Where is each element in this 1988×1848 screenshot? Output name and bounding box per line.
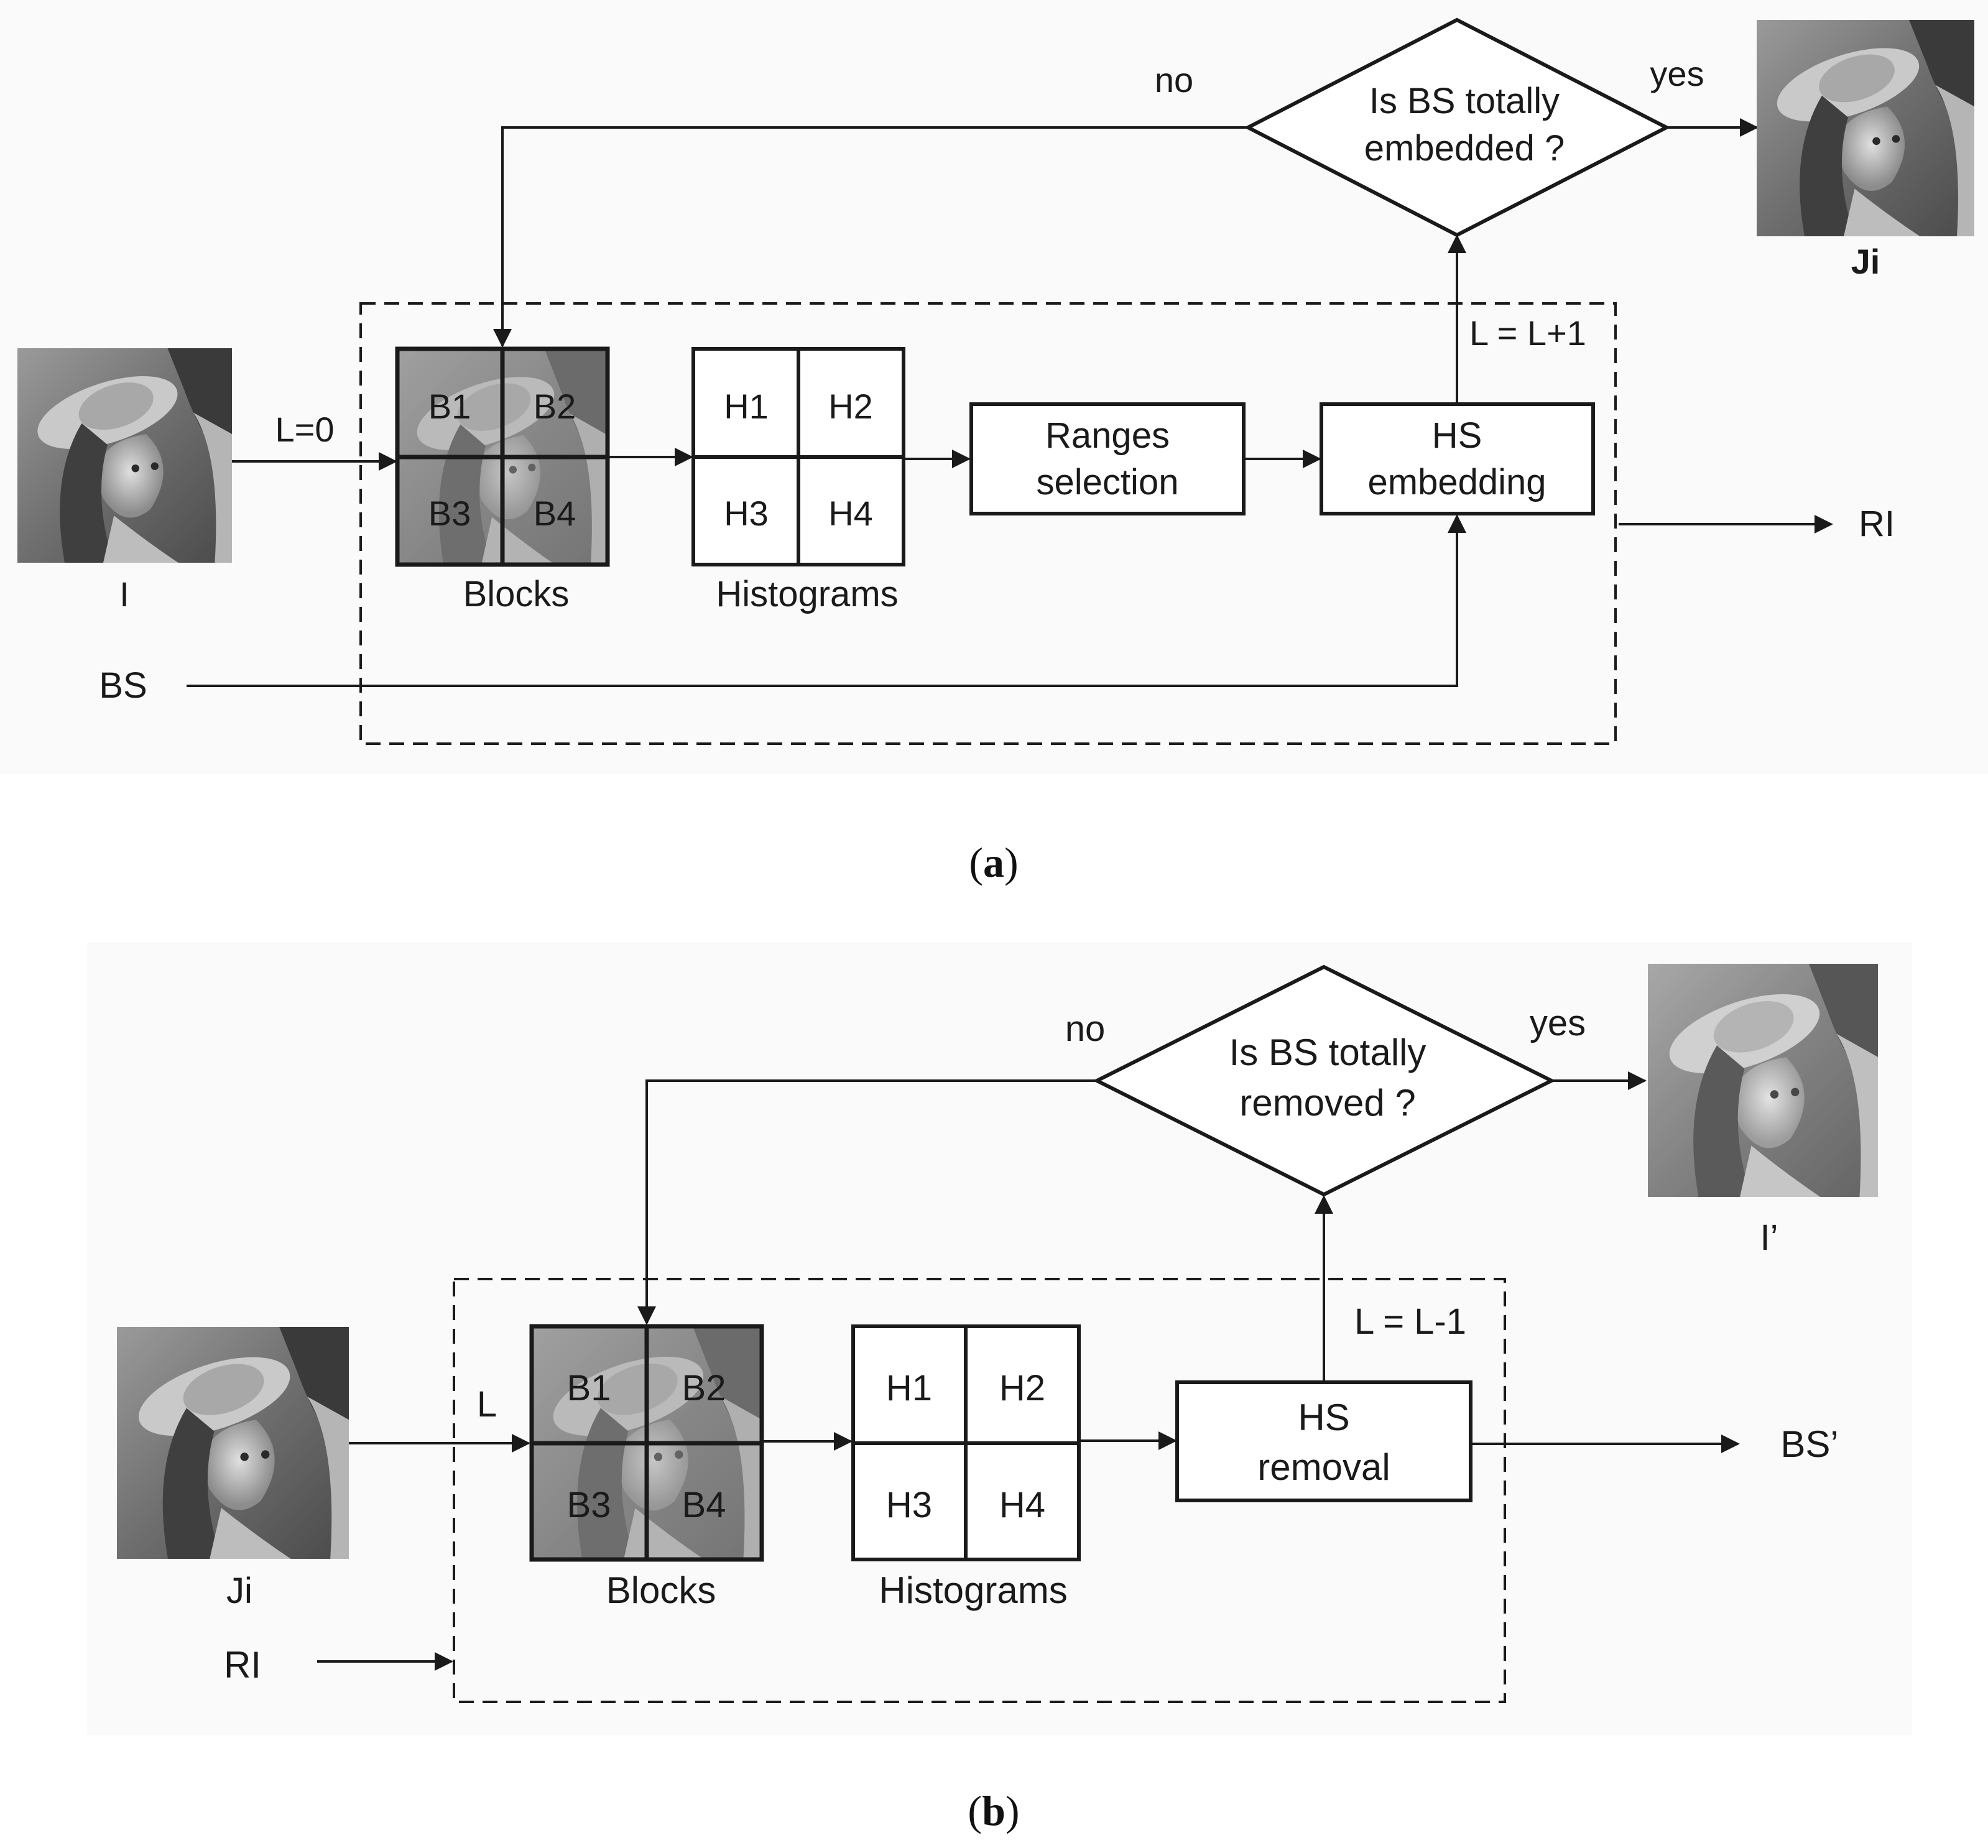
ri-label-a: RI	[1859, 504, 1895, 544]
histogram-h2-a: H2	[828, 387, 873, 426]
hs-box-line1-b: HS	[1298, 1397, 1349, 1438]
ranges-box-line2: selection	[1037, 462, 1179, 502]
histograms-label-a: Histograms	[716, 574, 898, 614]
process-boundary-a	[359, 302, 1617, 745]
blocks-label-a: Blocks	[463, 574, 570, 614]
arrow-no-loop-b	[637, 1079, 1097, 1325]
hs-box-line2-a: embedding	[1368, 462, 1546, 502]
bs-label-a: BS	[99, 665, 147, 706]
bs-out-label: BS’	[1780, 1423, 1838, 1465]
histogram-h1-a: H1	[724, 387, 769, 426]
output-image-i-prime	[1648, 964, 1878, 1197]
histograms-grid-a: H1 H2 H3 H4	[691, 347, 905, 566]
caption-a: (a)	[969, 839, 1018, 886]
decision-line1-b: Is BS totally	[1229, 1032, 1426, 1073]
counter-label-b: L = L-1	[1354, 1301, 1466, 1342]
panel-a-background	[0, 0, 1988, 774]
decision-diamond-a	[1244, 17, 1671, 238]
block-b2-a: B2	[534, 387, 576, 426]
histogram-h2-b: H2	[999, 1368, 1045, 1408]
level-label-b: L	[477, 1384, 497, 1425]
yes-label-b: yes	[1530, 1003, 1586, 1043]
blocks-grid-a: B1 B2 B3 B4	[395, 346, 610, 567]
process-boundary-b	[453, 1278, 1506, 1703]
histogram-h3-a: H3	[724, 494, 769, 533]
histograms-label-b: Histograms	[879, 1569, 1067, 1611]
output-image-label-b: I’	[1760, 1217, 1778, 1258]
no-label-b: no	[1065, 1009, 1106, 1049]
arrow-no-loop-a	[493, 126, 1248, 348]
block-b1-b: B1	[567, 1368, 611, 1408]
block-b2-b: B2	[682, 1368, 726, 1408]
block-b3-a: B3	[428, 494, 471, 533]
decision-line2-a: embedded ?	[1364, 128, 1565, 169]
block-b4-b: B4	[682, 1485, 726, 1525]
histograms-grid-b: H1 H2 H3 H4	[851, 1324, 1081, 1561]
ri-label-b: RI	[224, 1644, 261, 1686]
decision-line1-a: Is BS totally	[1369, 81, 1560, 121]
histogram-h1-b: H1	[886, 1368, 932, 1408]
caption-letter-b: b	[982, 1787, 1006, 1834]
input-image-i	[17, 348, 232, 563]
input-image-ji-b	[117, 1327, 349, 1559]
hs-box-line2-b: removal	[1257, 1446, 1390, 1488]
panel-a: I L=0 B1 B2 B3 B4 Blocks H1 H2 H3 H4 His…	[0, 0, 1988, 886]
caption-b: (b)	[968, 1787, 1019, 1834]
histogram-h4-b: H4	[999, 1485, 1045, 1525]
caption-letter-a: a	[983, 839, 1004, 886]
ranges-box-line1: Ranges	[1045, 415, 1170, 456]
block-b4-a: B4	[534, 494, 576, 533]
yes-label-a: yes	[1650, 54, 1704, 93]
blocks-grid-b: B1 B2 B3 B4	[529, 1324, 764, 1562]
histogram-h3-b: H3	[886, 1485, 932, 1525]
hs-box-line1-a: HS	[1432, 415, 1482, 456]
output-image-label-a: Ji	[1851, 242, 1880, 281]
output-image-ji	[1757, 20, 1974, 236]
histogram-h4-a: H4	[828, 494, 873, 533]
input-image-label-a: I	[119, 575, 129, 614]
decision-line2-b: removed ?	[1239, 1082, 1415, 1124]
counter-label-a: L = L+1	[1469, 313, 1586, 353]
block-b3-b: B3	[567, 1485, 611, 1525]
input-image-label-b: Ji	[226, 1571, 252, 1611]
arrow-bs-to-hs	[187, 514, 1466, 687]
hs-removal-box	[1175, 1380, 1473, 1502]
blocks-label-b: Blocks	[606, 1569, 716, 1611]
panel-b: Ji L B1 B2 B3 B4 Blocks H1 H2 H3 H4 Hist…	[87, 942, 1912, 1834]
no-label-a: no	[1155, 60, 1193, 99]
init-level-label: L=0	[275, 410, 335, 449]
block-b1-a: B1	[428, 387, 471, 426]
decision-diamond-b	[1093, 964, 1556, 1197]
